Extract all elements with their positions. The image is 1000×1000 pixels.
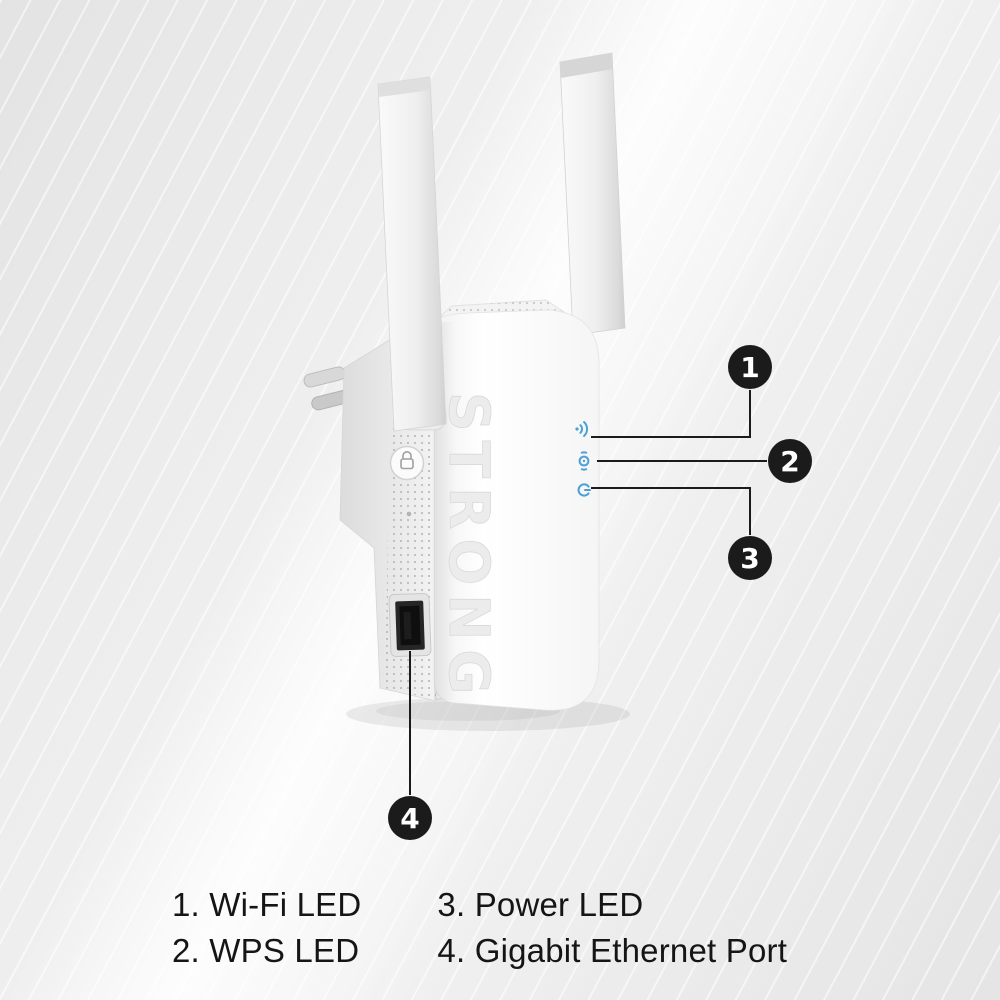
callout-number: 4 <box>400 801 420 835</box>
brand-logo-text: STRONG <box>437 392 501 703</box>
legend-item-wps-led: 2. WPS LED <box>172 932 360 969</box>
callout-marker-3: 3 <box>728 536 772 580</box>
callout-marker-1: 1 <box>728 345 772 389</box>
reset-pinhole <box>406 511 412 517</box>
callout-number: 2 <box>780 444 800 478</box>
callout-marker-4: 4 <box>388 796 432 840</box>
callout-number: 3 <box>740 541 760 575</box>
power-plug-pins <box>303 366 352 411</box>
legend-item-ethernet-port: 4. Gigabit Ethernet Port <box>437 932 788 969</box>
callout-number: 1 <box>740 350 760 384</box>
ethernet-port <box>388 592 432 658</box>
legend-column-2: 3. Power LED 4. Gigabit Ethernet Port <box>437 882 787 974</box>
legend-item-power-led: 3. Power LED <box>437 886 644 923</box>
wps-button <box>389 445 425 481</box>
legend: 1. Wi-Fi LED 2. WPS LED 3. Power LED 4. … <box>172 882 787 974</box>
legend-item-wifi-led: 1. Wi-Fi LED <box>172 886 362 923</box>
power-led-icon <box>577 483 591 497</box>
legend-column-1: 1. Wi-Fi LED 2. WPS LED <box>172 882 361 974</box>
lock-icon <box>400 451 414 470</box>
right-antenna <box>559 52 626 336</box>
callout-marker-2: 2 <box>768 439 812 483</box>
wifi-led-icon <box>575 421 589 437</box>
left-antenna <box>377 76 447 432</box>
callout-line-1 <box>591 390 751 438</box>
wps-led-icon <box>578 451 590 471</box>
callout-line-3 <box>591 487 751 535</box>
